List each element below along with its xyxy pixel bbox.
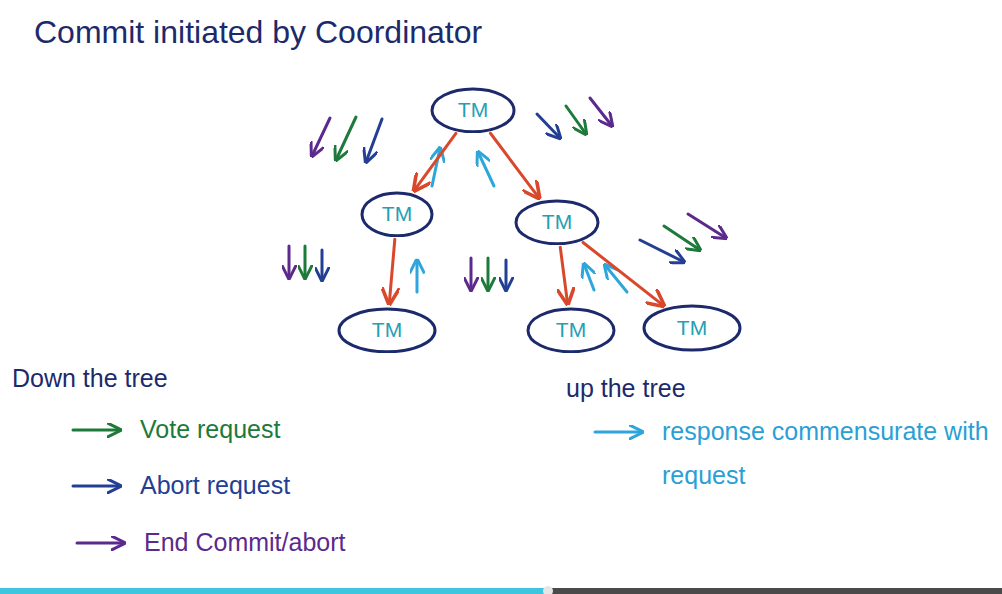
legend-text: response commensurate with request xyxy=(662,410,997,498)
progress-knob xyxy=(543,586,553,594)
message-arrow xyxy=(537,114,560,138)
legend-arrow xyxy=(70,414,128,444)
node-ellipse xyxy=(644,306,740,350)
legend-arrow xyxy=(70,470,128,500)
tree-edge xyxy=(414,133,456,190)
message-arrow xyxy=(640,240,684,262)
node-label: TM xyxy=(458,98,488,122)
legend-entry: Vote request xyxy=(70,414,280,452)
section-heading: Down the tree xyxy=(12,364,168,393)
node-label: TM xyxy=(677,316,707,340)
section-heading: up the tree xyxy=(566,374,686,403)
progress-track xyxy=(0,588,1002,594)
response-arrow xyxy=(416,260,419,292)
message-arrow xyxy=(321,250,324,280)
node-label: TM xyxy=(542,210,572,234)
title: Commit initiated by Coordinator xyxy=(34,14,482,51)
transaction-manager-node: TM xyxy=(526,307,616,354)
legend-arrow-line xyxy=(73,485,120,488)
node-label: TM xyxy=(372,318,402,342)
response-arrow xyxy=(478,152,494,186)
node-ellipse xyxy=(528,309,614,352)
transaction-manager-node: TM xyxy=(430,87,516,134)
node-ellipse xyxy=(432,89,514,132)
response-arrow xyxy=(584,264,594,290)
message-arrow xyxy=(366,119,382,162)
legend-entry: Abort request xyxy=(70,470,290,508)
message-arrow xyxy=(505,260,508,290)
message-arrows xyxy=(289,98,726,292)
transaction-manager-node: TM xyxy=(337,307,437,354)
message-arrow xyxy=(566,106,586,134)
legend-arrow xyxy=(592,416,650,446)
node-label: TM xyxy=(556,318,586,342)
legend-arrow xyxy=(74,527,132,557)
message-arrow xyxy=(470,258,473,290)
legend-arrow-line xyxy=(595,431,642,434)
node-label: TM xyxy=(382,202,412,226)
node-ellipse xyxy=(516,201,598,244)
transaction-manager-node: TM xyxy=(360,191,434,238)
message-arrow xyxy=(288,246,291,278)
transaction-manager-node: TM xyxy=(642,304,742,352)
tree-edge xyxy=(490,133,539,198)
transaction-manager-node: TM xyxy=(514,199,600,246)
message-arrow xyxy=(487,258,490,290)
legend-text: Vote request xyxy=(140,408,280,452)
message-arrow xyxy=(688,214,726,238)
message-arrow xyxy=(664,226,700,250)
node-ellipse xyxy=(339,309,435,352)
tree-edge xyxy=(389,239,395,303)
legend-arrow-line xyxy=(73,429,120,432)
legend-entry: response commensurate with request xyxy=(592,416,997,498)
node-ellipse xyxy=(362,193,432,236)
tree-edge xyxy=(560,247,567,303)
legend-text: End Commit/abort xyxy=(144,521,345,565)
message-arrow xyxy=(336,117,356,160)
legend-arrow-line xyxy=(77,542,124,545)
message-arrow xyxy=(312,118,330,156)
legend-text: Abort request xyxy=(140,464,290,508)
message-arrow xyxy=(304,246,307,278)
tree-edge xyxy=(583,242,663,305)
message-arrow xyxy=(590,98,612,126)
progress-bar xyxy=(0,588,548,594)
response-arrow xyxy=(432,148,440,186)
legend-entry: End Commit/abort xyxy=(74,527,345,565)
